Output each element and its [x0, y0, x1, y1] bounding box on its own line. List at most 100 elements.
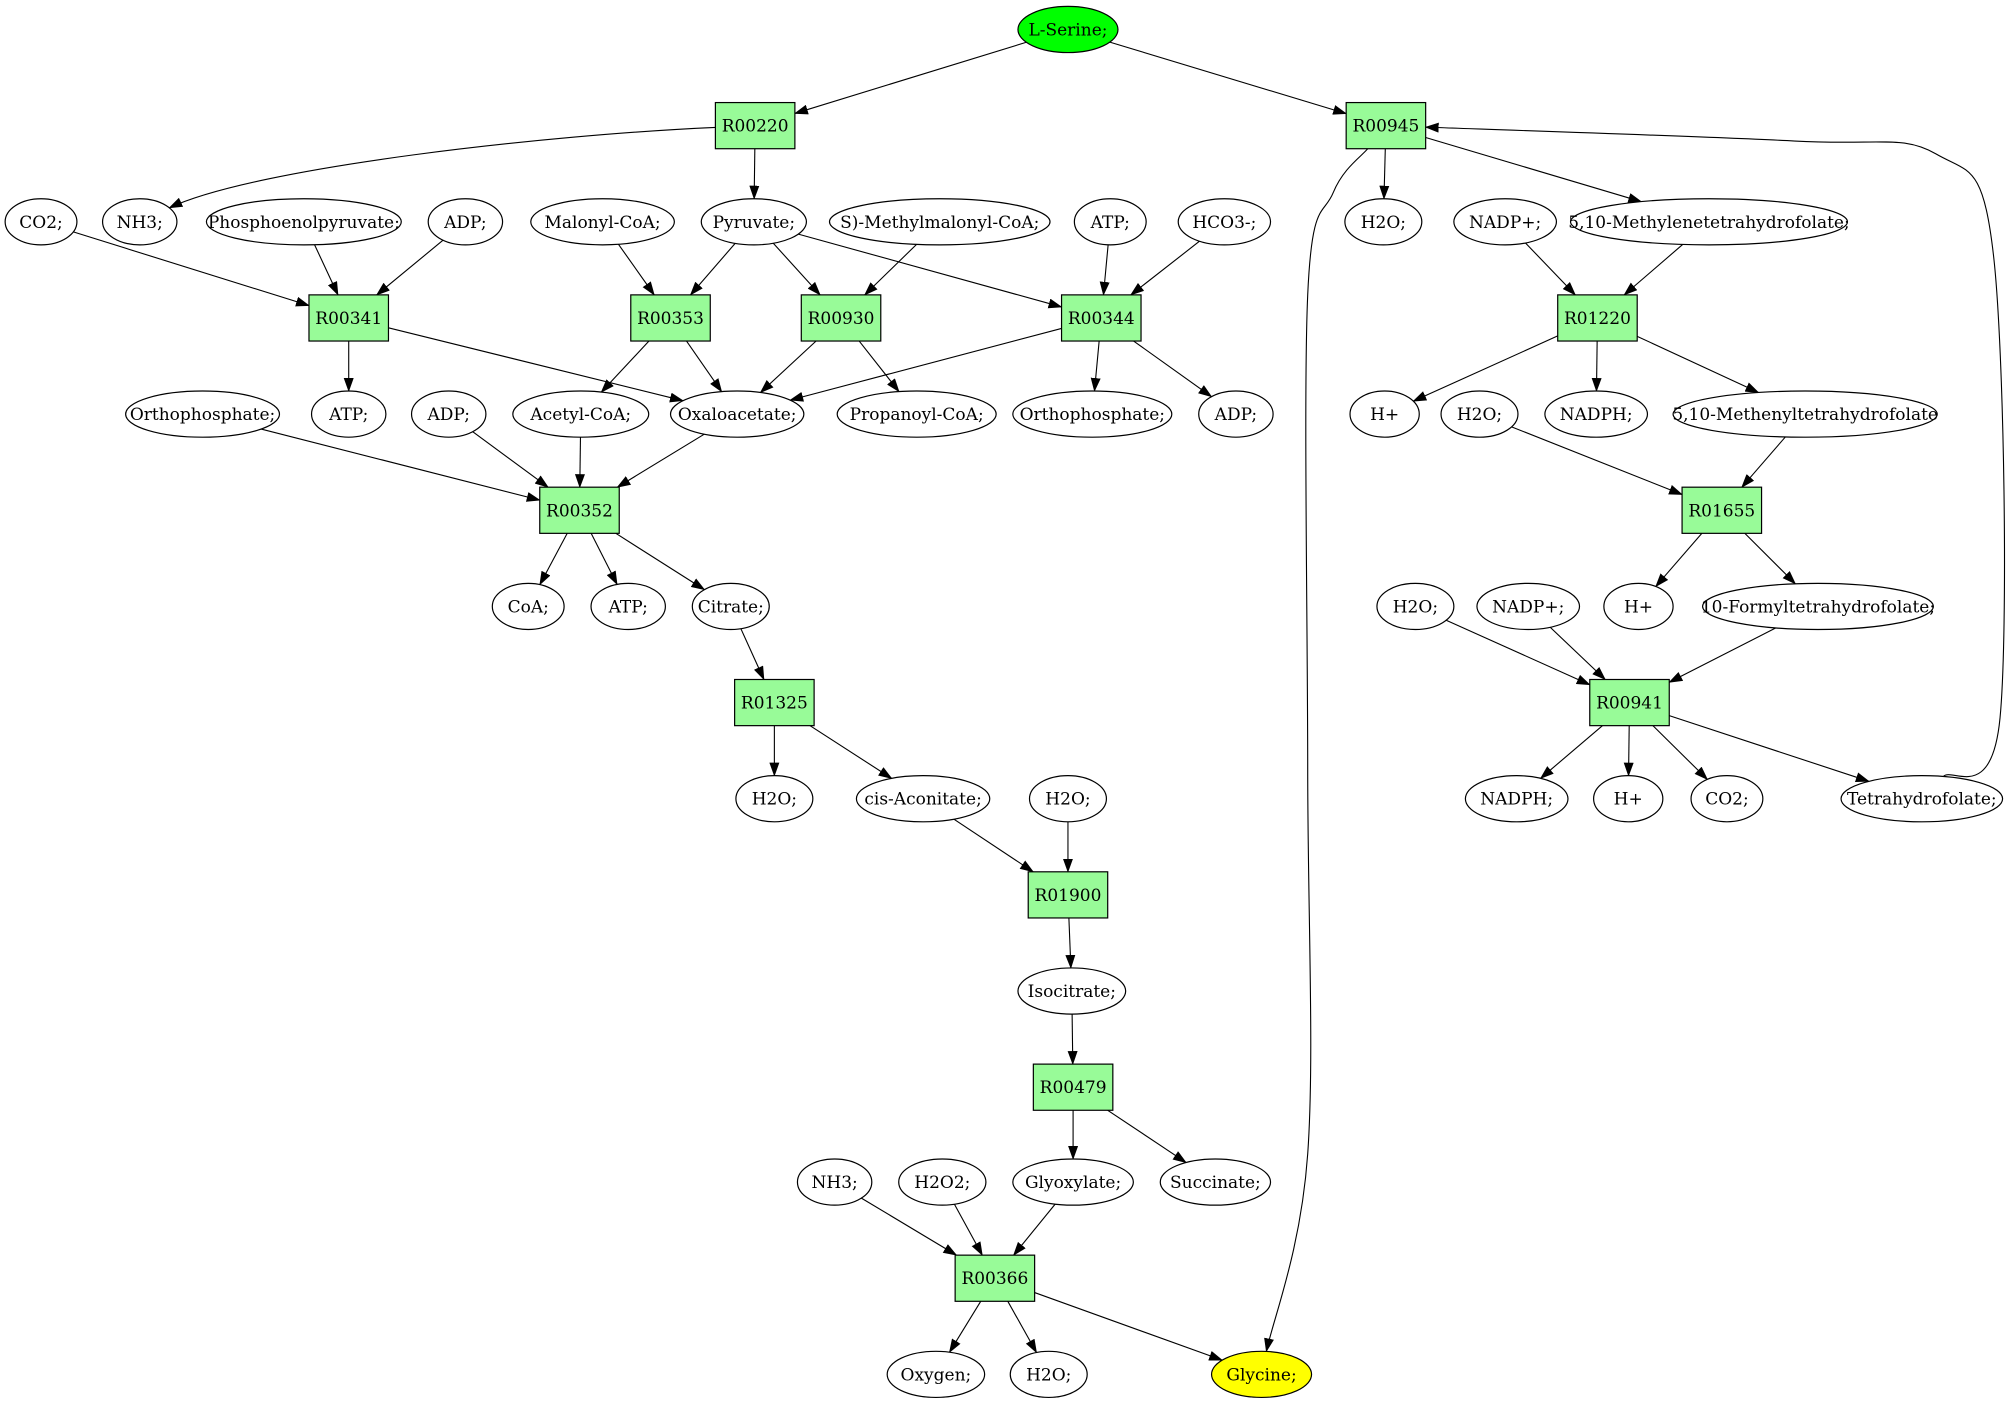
node-label: H2O;	[1045, 790, 1090, 810]
compound-ellipse	[1177, 198, 1272, 246]
edge-methylenethf-to-r01220	[1623, 244, 1684, 296]
compound-node-h2o2: H2O2;	[898, 1158, 987, 1206]
reaction-node-r00341: R00341	[308, 294, 390, 342]
edge-pyruvate-to-r00930	[772, 242, 821, 296]
edge-r00344-to-adp_c	[1133, 340, 1213, 398]
edge-r00941-to-nadph_b	[1539, 725, 1603, 779]
edge-r00930-to-oxaloacetate	[759, 340, 817, 394]
node-label: NADPH;	[1480, 790, 1553, 810]
compound-node-thf: Tetrahydrofolate;	[1840, 775, 2004, 823]
compound-node-adp_c: ADP;	[1198, 390, 1274, 438]
compound-node-citrate: Citrate;	[691, 582, 770, 631]
edge-co2_a-to-r00341	[73, 231, 310, 307]
compound-node-isocitrate: Isocitrate;	[1017, 967, 1127, 1015]
compound-node-h2o_a: H2O;	[1344, 198, 1423, 246]
compound-node-orthophosphate_b: Orthophosphate;	[1012, 390, 1173, 438]
node-label: CO2;	[19, 213, 63, 233]
edge-r00220-to-pyruvate	[749, 148, 760, 200]
node-label: H2O2;	[914, 1173, 970, 1193]
compound-node-hplus_c: H+	[1593, 775, 1664, 823]
reaction-box	[714, 101, 796, 150]
compound-ellipse	[1376, 582, 1455, 631]
compound-node-co2_b: CO2;	[1690, 775, 1764, 823]
edge-malonylcoa-to-r00353	[618, 243, 655, 296]
node-label: H2O;	[752, 790, 797, 810]
compound-node-coa: CoA;	[491, 582, 565, 631]
edge-r00941-to-co2_b	[1652, 725, 1709, 781]
node-label: R00353	[637, 309, 704, 329]
node-label: ADP;	[426, 405, 469, 425]
compound-node-methenylthf: 5,10-Methenyltetrahydrofolate	[1672, 390, 1938, 438]
compound-ellipse	[1440, 390, 1519, 438]
reaction-box	[1032, 1063, 1114, 1111]
reaction-box	[954, 1254, 1036, 1302]
node-label: ADP;	[443, 213, 486, 233]
compound-ellipse	[310, 390, 387, 438]
reaction-box	[1027, 871, 1109, 919]
node-label: R00341	[315, 309, 382, 329]
reaction-node-r00930: R00930	[800, 294, 882, 342]
compound-node-nh3_a: NH3;	[101, 198, 178, 246]
compound-ellipse	[828, 198, 1051, 246]
reaction-box	[1345, 101, 1427, 150]
node-label: NADP+;	[1492, 597, 1564, 617]
node-label: H2O;	[1361, 213, 1406, 233]
compound-node-adp_a: ADP;	[427, 198, 504, 246]
reaction-box	[1589, 678, 1670, 727]
compound-node-nadph_a: NADPH;	[1544, 390, 1649, 438]
compound-node-oxaloacetate: Oxaloacetate;	[669, 390, 805, 438]
edge-lserine-to-r00945	[1109, 41, 1348, 115]
compound-ellipse	[1017, 967, 1127, 1015]
compound-ellipse	[1349, 390, 1420, 438]
compound-node-succinate: Succinate;	[1159, 1158, 1272, 1206]
compound-node-propanoylcoa: Propanoyl-CoA;	[836, 390, 997, 438]
compound-node-co2_a: CO2;	[4, 198, 78, 246]
compound-ellipse	[491, 582, 565, 631]
reaction-node-r00344: R00344	[1060, 294, 1142, 342]
compound-ellipse	[669, 390, 805, 438]
node-label: cis-Aconitate;	[864, 790, 981, 810]
node-label: ATP;	[1090, 213, 1130, 233]
node-label: Oxaloacetate;	[678, 405, 797, 425]
compound-ellipse	[1476, 582, 1581, 631]
node-label: NH3;	[117, 213, 163, 233]
reaction-box	[800, 294, 882, 342]
compound-node-malonylcoa: Malonyl-CoA;	[530, 198, 675, 246]
edge-pyruvate-to-r00353	[689, 243, 736, 296]
compound-node-cisaconitate: cis-Aconitate;	[855, 775, 991, 823]
edge-hco3-to-r00344	[1130, 240, 1200, 296]
edge-lserine-to-r00220	[793, 41, 1027, 115]
edge-citrate-to-r01325	[740, 628, 765, 681]
compound-node-atp_c: ATP;	[590, 582, 666, 631]
edge-r00366-to-oxygen	[948, 1301, 982, 1354]
node-label: H2O;	[1457, 405, 1502, 425]
compound-ellipse	[1701, 582, 1934, 631]
compound-node-glyoxylate: Glyoxylate;	[1012, 1158, 1134, 1206]
edge-r01220-to-methenylthf	[1636, 335, 1760, 394]
edge-r00945-to-glycine	[1264, 148, 1369, 1353]
compound-ellipse	[1464, 775, 1569, 823]
compound-ellipse	[1198, 390, 1274, 438]
compound-ellipse	[1012, 1158, 1134, 1206]
node-label: Oxygen;	[901, 1365, 972, 1385]
compound-ellipse	[1544, 390, 1649, 438]
edge-r00353-to-acetylcoa	[600, 340, 650, 393]
reaction-node-r00479: R00479	[1032, 1063, 1114, 1111]
node-label: L-Serine;	[1028, 20, 1107, 40]
compound-ellipse	[410, 390, 487, 438]
node-label: NADP+;	[1469, 213, 1541, 233]
compound-node-orthophosphate_a: Orthophosphate;	[125, 390, 281, 438]
compound-ellipse	[1159, 1158, 1272, 1206]
compound-node-oxygen: Oxygen;	[886, 1350, 986, 1399]
edge-r00341-to-oxaloacetate	[388, 327, 684, 403]
node-label: R00945	[1352, 117, 1419, 137]
node-label: Glycine;	[1226, 1365, 1296, 1385]
compound-ellipse	[1593, 775, 1664, 823]
compound-node-glycine: Glycine;	[1210, 1350, 1313, 1399]
node-label: H2O;	[1026, 1365, 1071, 1385]
node-label: R01655	[1688, 501, 1755, 521]
compound-node-nadp_a: NADP+;	[1453, 198, 1558, 246]
edge-r00945-to-methylenethf	[1425, 136, 1643, 203]
edge-oxaloacetate-to-r00352	[616, 433, 705, 488]
reaction-box	[630, 294, 711, 342]
